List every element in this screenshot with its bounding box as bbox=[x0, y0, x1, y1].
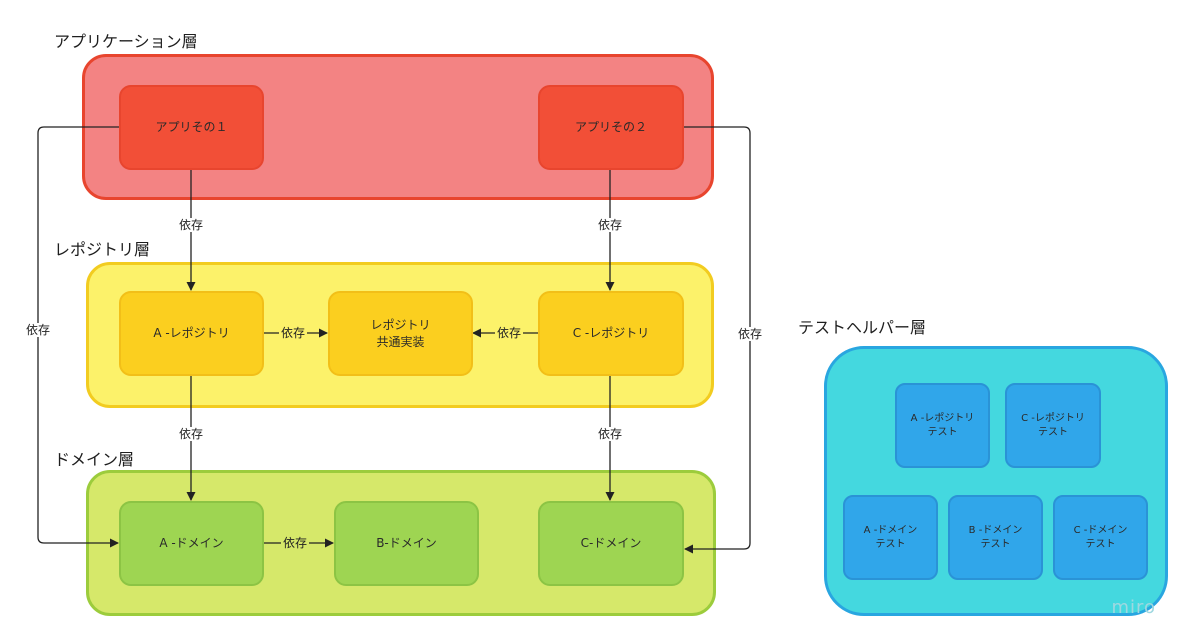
test-helper-layer-title: テストヘルパー層 bbox=[798, 318, 927, 337]
domain-c-label: C-ドメイン bbox=[580, 536, 642, 550]
domain-a-label: A -ドメイン bbox=[159, 536, 224, 550]
repo-a-label: A -レポジトリ bbox=[153, 326, 230, 340]
edge-label-app1-repo-a: 依存 bbox=[177, 218, 206, 232]
test-repo-c-label: C -レポジトリ テスト bbox=[1021, 412, 1085, 438]
test-repo-c-node[interactable]: C -レポジトリ テスト bbox=[1005, 383, 1101, 468]
domain-b-label: B-ドメイン bbox=[376, 536, 437, 550]
test-repo-a-node[interactable]: A -レポジトリ テスト bbox=[895, 383, 990, 468]
domain-a-node[interactable]: A -ドメイン bbox=[119, 501, 264, 586]
edge-label-app2-domain-c: 依存 bbox=[736, 327, 765, 341]
domain-b-node[interactable]: B-ドメイン bbox=[334, 501, 479, 586]
test-repo-a-label: A -レポジトリ テスト bbox=[910, 412, 975, 438]
app2-node[interactable]: アプリその２ bbox=[538, 85, 684, 170]
edge-label-app2-repo-c: 依存 bbox=[596, 218, 625, 232]
test-domain-a-label: A -ドメイン テスト bbox=[863, 524, 918, 550]
domain-layer-title: ドメイン層 bbox=[54, 450, 135, 469]
repo-common-label: レポジトリ 共通実装 bbox=[370, 317, 431, 349]
app1-node[interactable]: アプリその１ bbox=[119, 85, 264, 170]
test-domain-a-node[interactable]: A -ドメイン テスト bbox=[843, 495, 938, 580]
repo-c-node[interactable]: C -レポジトリ bbox=[538, 291, 684, 376]
repo-c-label: C -レポジトリ bbox=[572, 326, 650, 340]
edge-label-repo-c-domain-c: 依存 bbox=[596, 427, 625, 441]
repository-layer-title: レポジトリ層 bbox=[54, 240, 151, 259]
repo-a-node[interactable]: A -レポジトリ bbox=[119, 291, 264, 376]
miro-watermark: miro bbox=[1111, 597, 1156, 618]
test-domain-b-node[interactable]: B -ドメイン テスト bbox=[948, 495, 1043, 580]
repo-common-node[interactable]: レポジトリ 共通実装 bbox=[328, 291, 473, 376]
edge-label-repo-a-common: 依存 bbox=[279, 326, 308, 340]
test-domain-c-node[interactable]: C -ドメイン テスト bbox=[1053, 495, 1148, 580]
app2-label: アプリその２ bbox=[574, 120, 647, 134]
edge-label-repo-c-common: 依存 bbox=[495, 326, 524, 340]
test-domain-b-label: B -ドメイン テスト bbox=[968, 524, 1023, 550]
test-domain-c-label: C -ドメイン テスト bbox=[1073, 524, 1128, 550]
edge-label-domain-a-domain-b: 依存 bbox=[281, 536, 310, 550]
app1-label: アプリその１ bbox=[155, 120, 228, 134]
domain-c-node[interactable]: C-ドメイン bbox=[538, 501, 684, 586]
edge-label-app1-domain-a: 依存 bbox=[24, 323, 53, 337]
application-layer-title: アプリケーション層 bbox=[54, 32, 198, 51]
edge-label-repo-a-domain-a: 依存 bbox=[177, 427, 206, 441]
